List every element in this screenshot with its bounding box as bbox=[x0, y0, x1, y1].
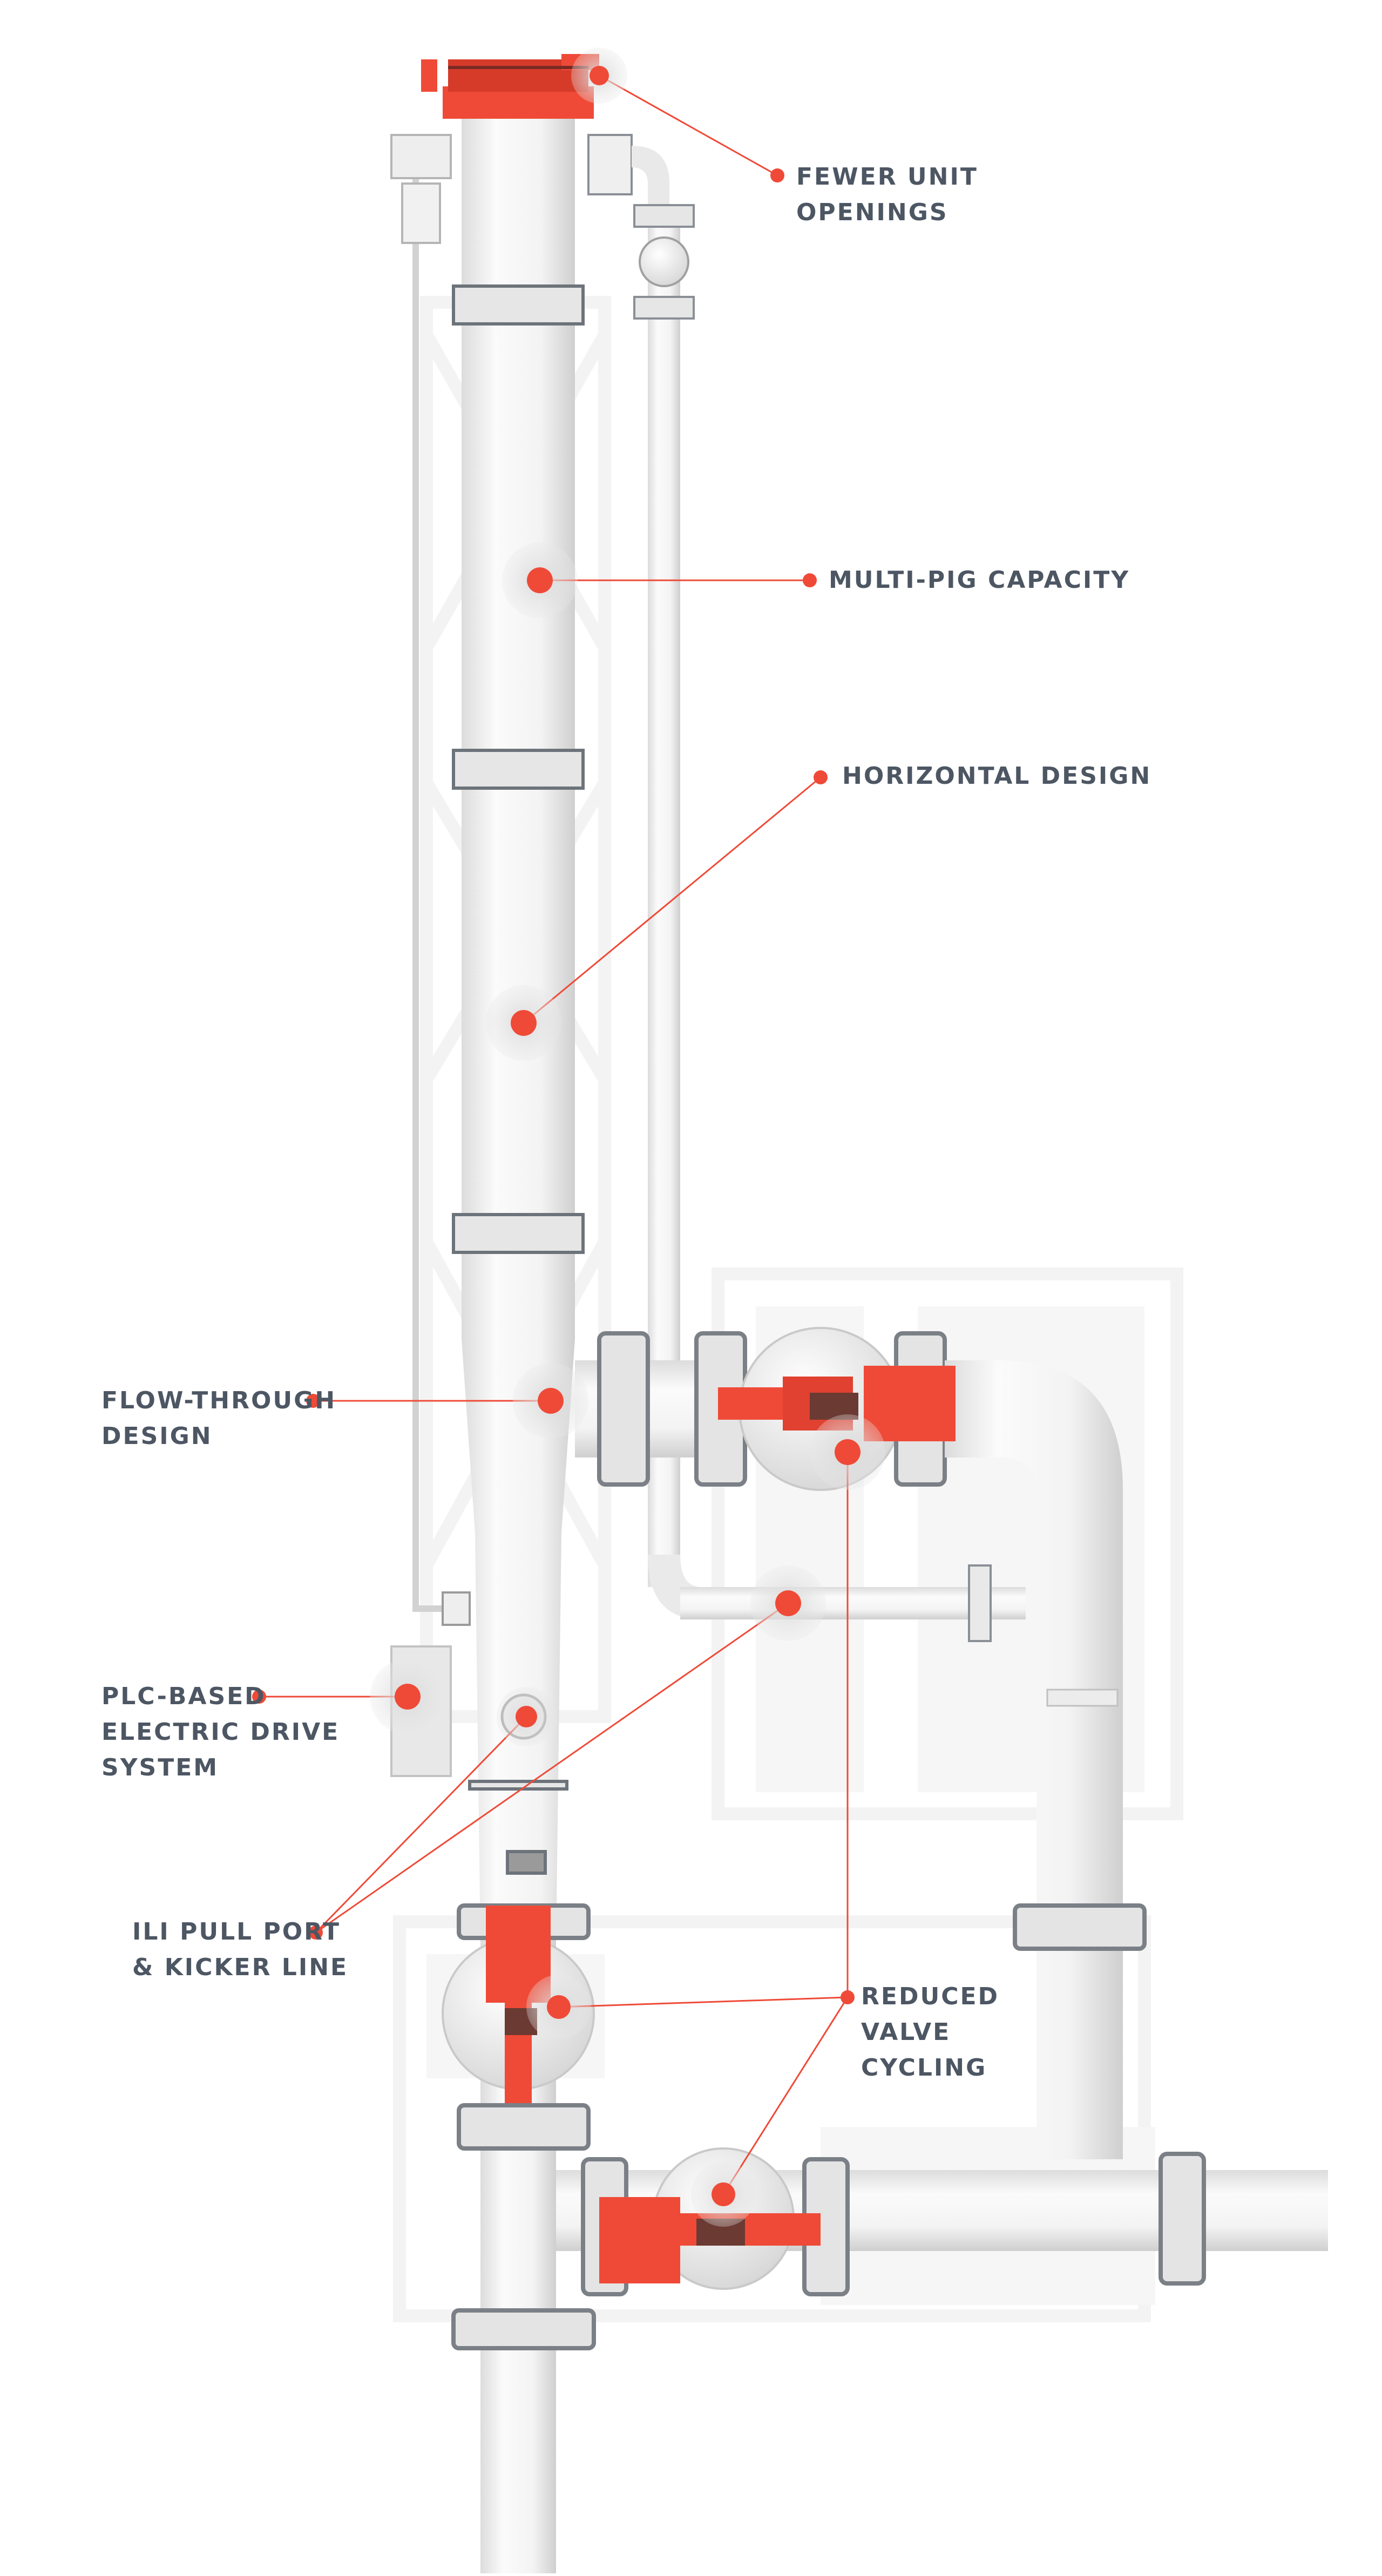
kicker-line bbox=[587, 134, 1026, 1642]
callout-line: MULTI-PIG CAPACITY bbox=[829, 566, 1130, 594]
callout-plc-based-electric-drive-system: PLC-BASED ELECTRIC DRIVE SYSTEM bbox=[101, 1679, 340, 1786]
callout-reduced-valve-cycling: REDUCED VALVE CYCLING bbox=[861, 1979, 999, 2086]
callout-line: REDUCED bbox=[861, 1983, 1000, 2010]
callout-line: SYSTEM bbox=[101, 1754, 219, 1781]
callout-fewer-unit-openings: FEWER UNIT OPENINGS bbox=[796, 159, 978, 231]
instrument-tubing bbox=[412, 157, 453, 1612]
callout-line: CYCLING bbox=[861, 2054, 987, 2082]
callout-flow-through-design: FLOW-THROUGH DESIGN bbox=[101, 1383, 336, 1454]
callout-markers bbox=[252, 48, 885, 2227]
callout-line: ELECTRIC DRIVE bbox=[101, 1718, 340, 1746]
callout-multi-pig-capacity: MULTI-PIG CAPACITY bbox=[829, 562, 1130, 598]
callout-line: VALVE bbox=[861, 2018, 951, 2046]
callout-line: ILI PULL PORT bbox=[132, 1918, 341, 1945]
callout-horizontal-design: HORIZONTAL DESIGN bbox=[842, 758, 1151, 794]
callout-line: HORIZONTAL DESIGN bbox=[842, 762, 1152, 790]
callout-line: DESIGN bbox=[101, 1422, 213, 1450]
barrel-valve bbox=[442, 1903, 595, 2151]
barrel-bands bbox=[452, 284, 585, 1875]
callout-line: OPENINGS bbox=[796, 199, 949, 226]
upper-valve-actuator bbox=[718, 1366, 956, 1441]
callout-line: FEWER UNIT bbox=[796, 163, 978, 191]
callout-line: FLOW-THROUGH bbox=[101, 1387, 337, 1414]
callout-line: PLC-BASED bbox=[101, 1683, 266, 1710]
callout-line: & KICKER LINE bbox=[132, 1954, 349, 1981]
callout-ili-pull-port-kicker-line: ILI PULL PORT & KICKER LINE bbox=[132, 1914, 348, 1985]
callout-connectors bbox=[259, 74, 849, 2195]
closure-door bbox=[421, 54, 599, 119]
